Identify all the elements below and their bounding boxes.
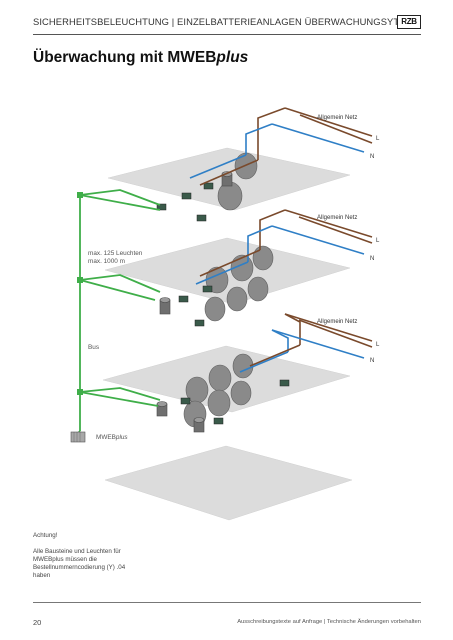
neutral-label-3: N (370, 154, 374, 160)
page-number: 20 (33, 618, 42, 627)
page-footer: 20 Ausschreibungstexte auf Anfrage | Tec… (33, 602, 421, 627)
mwebplus-label-italic: plus (115, 434, 128, 441)
footer-text: Ausschreibungstexte auf Anfrage | Techni… (237, 619, 421, 625)
mwebplus-device (70, 431, 86, 443)
capacity-line-1: max. 125 Leuchten (88, 250, 143, 257)
capacity-line-2: max. 1000 m (88, 258, 125, 265)
rzb-logo: RZB (397, 15, 421, 29)
net-label-1: Allgemein Netz (317, 319, 357, 325)
header-title: SICHERHEITSBELEUCHTUNG | EINZELBATTERIEA… (33, 16, 420, 27)
phase-label-3: L (376, 136, 380, 142)
bus-junctions (77, 192, 83, 395)
wiring-diagram: Allgemein Netz L N Allgemein Netz L N Al… (70, 107, 380, 521)
mains-wiring (189, 107, 373, 373)
bus-label: Bus (88, 344, 100, 351)
neutral-label-2: N (370, 256, 374, 262)
net-label-2: Allgemein Netz (317, 215, 357, 221)
page-header: SICHERHEITSBELEUCHTUNG | EINZELBATTERIEA… (33, 8, 421, 35)
page-title: Überwachung mit MWEBplus (33, 49, 248, 67)
mwebplus-label: MWEBplus (96, 434, 128, 442)
notice-heading: Achtung! (33, 532, 58, 539)
bus-wiring (74, 189, 161, 438)
neutral-label-1: N (370, 358, 374, 364)
mwebplus-label-main: MWEB (96, 434, 116, 441)
notice-box: Achtung! Alle Bausteine und Leuchten für… (33, 532, 143, 580)
capacity-label: max. 125 Leuchten max. 1000 m (88, 250, 142, 266)
notice-body: Alle Bausteine und Leuchten für MWEBplus… (33, 548, 126, 579)
page-title-main: Überwachung mit MWEB (33, 49, 217, 66)
net-label-3: Allgemein Netz (317, 115, 357, 121)
floor-0 (104, 445, 353, 521)
control-modules (156, 182, 290, 425)
page-title-italic: plus (216, 49, 249, 66)
phase-label-1: L (376, 342, 380, 348)
phase-label-2: L (376, 238, 380, 244)
